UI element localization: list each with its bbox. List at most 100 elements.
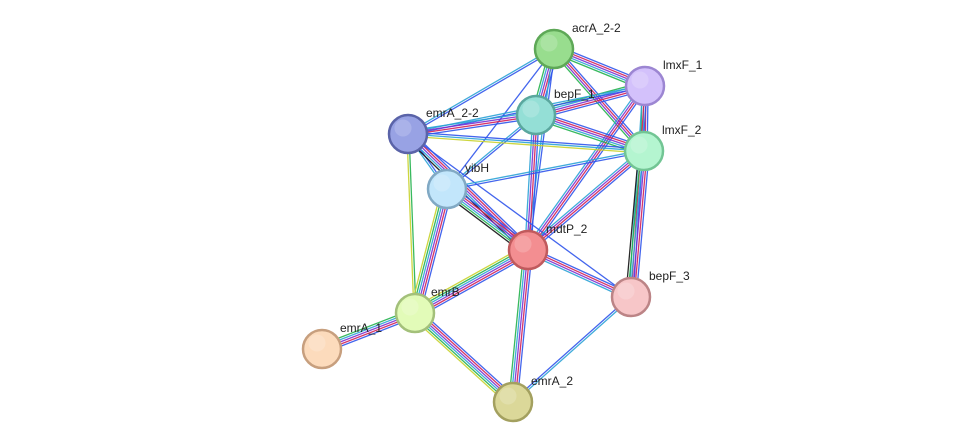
edge-line <box>633 151 648 298</box>
node-mdtP_2[interactable] <box>507 229 549 271</box>
edge-line <box>524 83 643 249</box>
edge-line <box>412 314 512 405</box>
edge-line <box>417 254 531 319</box>
edge-line <box>406 134 415 314</box>
node-highlight <box>631 71 649 89</box>
edge-line <box>529 152 647 253</box>
edge-line <box>514 250 531 403</box>
edge-line <box>409 187 443 312</box>
edge-line <box>525 148 643 249</box>
edge-line <box>413 246 527 311</box>
edge-line <box>635 151 650 298</box>
edge-line <box>447 151 645 191</box>
edge-line <box>627 150 642 297</box>
node-highlight <box>499 387 517 405</box>
edge-line <box>446 149 644 189</box>
node-acrA_2-2[interactable] <box>533 28 575 70</box>
label-layer: acrA_2-2 lmxF_1 bepF_1 emrA_2-2 lmxF_2 yibH md… <box>340 21 703 388</box>
node-highlight <box>540 34 558 52</box>
edge-emrA_2-2-emrB <box>406 133 417 314</box>
edge-layer <box>320 44 650 407</box>
node-layer <box>301 28 666 423</box>
edge-line <box>407 111 536 132</box>
edge-mdtP_2-emrB <box>412 244 531 319</box>
edge-line <box>511 295 631 402</box>
edge-line <box>408 115 537 136</box>
edge-line <box>551 50 643 154</box>
node-highlight <box>394 119 412 137</box>
edge-line <box>414 248 528 313</box>
node-label-lmxF_1: lmxF_1 <box>663 58 703 72</box>
edge-emrB-emrA_2 <box>411 308 517 407</box>
edge-line <box>625 150 640 297</box>
edge-line <box>408 131 645 150</box>
edge-line <box>528 151 646 252</box>
edge-line <box>413 188 447 313</box>
edge-lmxF_2-yibH <box>446 149 645 191</box>
node-label-emrA_2: emrA_2 <box>531 374 573 388</box>
edge-line <box>629 150 644 297</box>
node-bepF_3[interactable] <box>610 276 652 318</box>
edge-yibH-emrB <box>409 187 453 315</box>
node-lmxF_1[interactable] <box>624 65 666 107</box>
edge-line <box>510 249 527 402</box>
node-label-mdtP_2: mdtP_2 <box>546 222 588 236</box>
node-label-emrB: emrB <box>431 285 460 299</box>
edge-line <box>524 114 534 250</box>
edge-line <box>416 310 516 401</box>
edge-line <box>528 115 538 251</box>
edge-line <box>408 49 555 136</box>
edge-line <box>528 86 647 251</box>
edge-line <box>554 47 646 151</box>
node-bepF_1[interactable] <box>515 94 557 136</box>
edge-line <box>412 244 526 309</box>
edge-line <box>407 133 645 152</box>
node-label-acrA_2-2: acrA_2-2 <box>572 21 621 35</box>
node-emrB[interactable] <box>394 292 436 334</box>
edge-line <box>419 190 453 315</box>
edge-line <box>407 135 644 154</box>
edge-line <box>418 308 517 399</box>
edge-line <box>513 297 633 404</box>
node-highlight <box>617 282 635 300</box>
node-highlight <box>514 235 532 253</box>
edge-line <box>407 133 632 298</box>
edge-line <box>508 249 525 402</box>
node-emrA_1[interactable] <box>301 328 343 370</box>
edge-line <box>530 115 540 251</box>
edge-line <box>416 252 530 317</box>
edge-line <box>411 316 510 407</box>
node-highlight <box>308 334 326 352</box>
node-highlight <box>522 100 540 118</box>
edge-line <box>408 133 417 313</box>
edge-line <box>631 151 646 298</box>
edge-lmxF_2-bepF_3 <box>625 150 650 298</box>
edge-lmxF_2-mdtP_2 <box>525 148 647 253</box>
node-label-emrA_1: emrA_1 <box>340 321 382 335</box>
edge-line <box>526 149 644 250</box>
edge-line <box>530 87 649 253</box>
edge-line <box>411 188 445 313</box>
node-emrA_2-2[interactable] <box>387 113 429 155</box>
edge-line <box>417 189 451 314</box>
node-highlight <box>433 174 451 192</box>
node-lmxF_2[interactable] <box>623 130 665 172</box>
node-highlight <box>630 136 648 154</box>
node-yibH[interactable] <box>426 168 468 210</box>
edge-lmxF_1-mdtP_2 <box>524 83 649 253</box>
edge-line <box>512 249 529 403</box>
edge-lmxF_1-bepF_3 <box>628 85 648 298</box>
edge-mdtP_2-emrA_2 <box>508 249 533 403</box>
edge-line <box>526 114 536 250</box>
node-label-emrA_2-2: emrA_2-2 <box>426 106 479 120</box>
edge-emrA_2-2-bepF_3 <box>407 133 632 298</box>
node-emrA_2[interactable] <box>492 381 534 423</box>
edge-acrA_2-2-emrA_2-2 <box>407 47 555 136</box>
edge-line <box>407 113 536 134</box>
node-label-lmxF_2: lmxF_2 <box>662 123 702 137</box>
edge-line <box>413 313 513 404</box>
node-label-bepF_1: bepF_1 <box>554 87 595 101</box>
node-label-yibH: yibH <box>465 161 489 175</box>
edge-line <box>526 85 645 250</box>
